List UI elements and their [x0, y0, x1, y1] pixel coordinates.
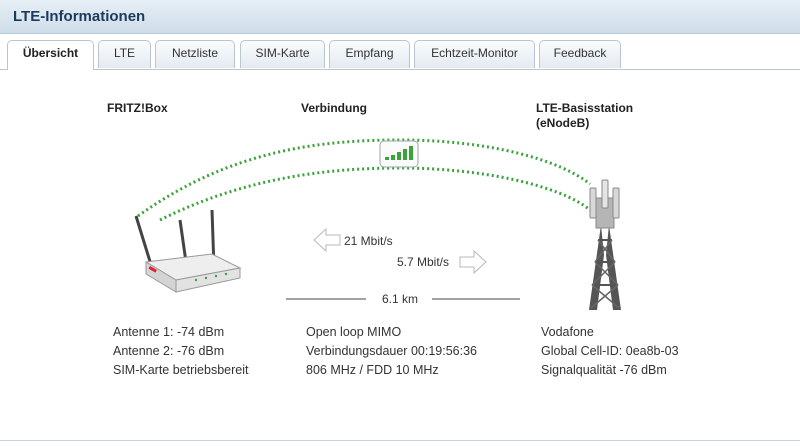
- connection-info: Open loop MIMO Verbindungsdauer 00:19:56…: [306, 323, 477, 380]
- provider-name: Vodafone: [541, 325, 594, 339]
- uplink-rate: 5.7 Mbit/s: [397, 255, 450, 269]
- router-icon: [134, 209, 242, 293]
- page-title: LTE-Informationen: [13, 8, 146, 25]
- uplink-arrow-icon: [459, 249, 487, 275]
- signal-arc-upper: [137, 138, 591, 218]
- tab-realtime-monitor[interactable]: Echtzeit-Monitor: [414, 40, 535, 68]
- tab-overview[interactable]: Übersicht: [7, 40, 94, 70]
- tab-reception[interactable]: Empfang: [329, 40, 410, 68]
- downlink-rate: 21 Mbit/s: [344, 234, 393, 248]
- signal-arc-lower: [159, 166, 591, 222]
- cell-tower-icon: [589, 179, 621, 310]
- station-heading-line1: LTE-Basisstation: [536, 101, 634, 115]
- sim-status: SIM-Karte betriebsbereit: [113, 363, 249, 377]
- station-info: Vodafone Global Cell-ID: 0ea8b-03 Signal…: [541, 323, 679, 380]
- tab-sim-card[interactable]: SIM-Karte: [240, 40, 325, 68]
- device-heading: FRITZ!Box: [107, 101, 168, 115]
- overview-panel: [0, 70, 800, 446]
- tab-lte[interactable]: LTE: [98, 40, 151, 68]
- connection-duration: Verbindungsdauer 00:19:56:36: [306, 344, 477, 358]
- device-info: Antenne 1: -74 dBm Antenne 2: -76 dBm SI…: [113, 323, 248, 380]
- distance-value: 6.1 km: [382, 292, 419, 306]
- tab-feedback[interactable]: Feedback: [539, 40, 621, 68]
- downlink-arrow-icon: [313, 227, 341, 253]
- title-bar: LTE-Informationen: [0, 0, 800, 34]
- tab-bar: Übersicht LTE Netzliste SIM-Karte Empfan…: [0, 40, 800, 70]
- frequency-band: 806 MHz / FDD 10 MHz: [306, 363, 439, 377]
- signal-strength-icon: [379, 140, 419, 168]
- signal-quality: Signalqualität -76 dBm: [541, 363, 667, 377]
- cell-id: Global Cell-ID: 0ea8b-03: [541, 344, 679, 358]
- antenna2-value: Antenne 2: -76 dBm: [113, 344, 225, 358]
- connection-heading: Verbindung: [301, 101, 367, 115]
- mimo-mode: Open loop MIMO: [306, 325, 402, 339]
- antenna1-value: Antenne 1: -74 dBm: [113, 325, 225, 339]
- panel-bottom-divider: [0, 440, 800, 441]
- station-heading-line2: (eNodeB): [536, 116, 590, 130]
- tab-network-list[interactable]: Netzliste: [155, 40, 235, 68]
